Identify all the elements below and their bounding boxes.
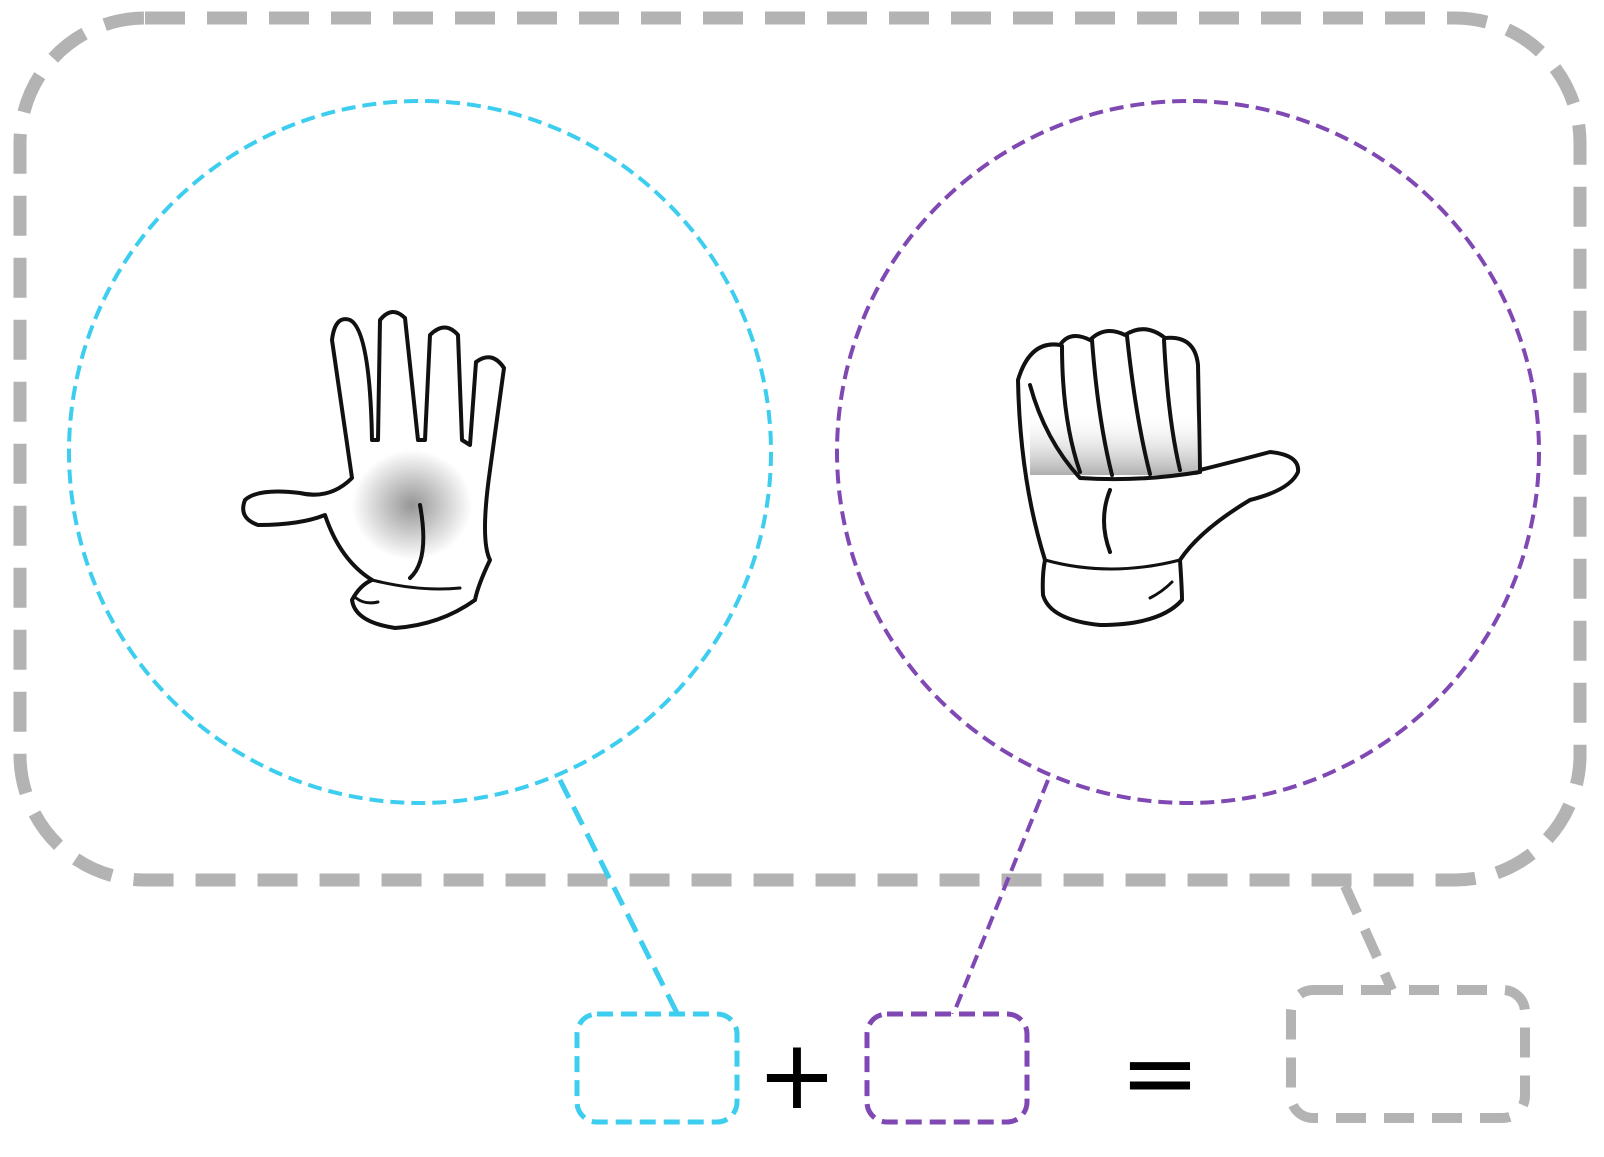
plus-sign: + bbox=[757, 1019, 837, 1131]
right-answer-box[interactable] bbox=[867, 1014, 1027, 1122]
equals-sign: = bbox=[1120, 1017, 1200, 1129]
result-answer-box[interactable] bbox=[1291, 990, 1525, 1118]
left-connector-line bbox=[560, 780, 678, 1015]
right-connector-line bbox=[953, 780, 1048, 1015]
left-answer-box[interactable] bbox=[577, 1014, 737, 1122]
result-connector-line bbox=[1345, 886, 1392, 990]
